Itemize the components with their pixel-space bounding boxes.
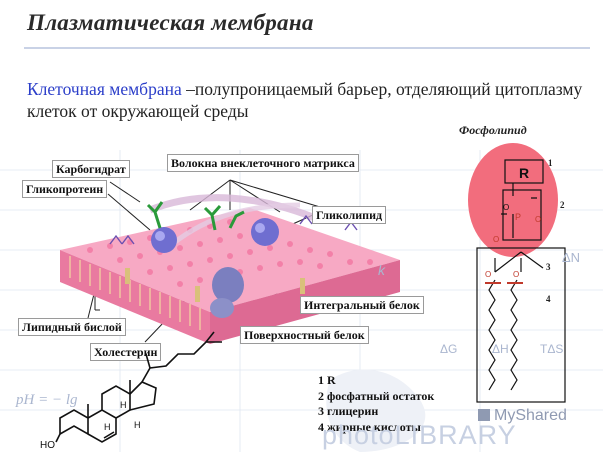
cholesterol-label: Холестерин (90, 343, 162, 361)
svg-text:P: P (515, 212, 521, 222)
phospho-number-3: 3 (546, 262, 551, 272)
integral-protein-label: Интегральный белок (300, 296, 424, 314)
legend-item-3: 3 глицерин (318, 404, 379, 418)
cholesterol-ho: HO (40, 440, 55, 451)
svg-text:O: O (513, 270, 519, 279)
page-title: Плазматическая мембрана (27, 10, 314, 35)
r-group-text: R (519, 165, 529, 181)
svg-text:O: O (535, 215, 541, 224)
intro-accent: Клеточная мембрана (27, 79, 182, 99)
legend-item-1: 1 R (318, 373, 336, 387)
intro-text: Клеточная мембрана –полупроницаемый барь… (27, 78, 592, 122)
glycoprotein-label: Гликопротеин (22, 180, 108, 198)
phospho-number-1: 1 (548, 158, 553, 168)
watermark-formula-k: k (378, 262, 385, 278)
phospholipid-legend: 1 R 2 фосфатный остаток 3 глицерин 4 жир… (318, 373, 434, 435)
watermark-formula-dg: ΔG (440, 342, 458, 356)
intro-rest: –полупроницаемый барьер, отделяющий цито… (27, 79, 583, 121)
ecm-fibers-label: Волокна внеклеточного матрикса (167, 154, 359, 172)
watermark-logo-icon (478, 409, 490, 421)
watermark-site-text: MyShared (494, 407, 567, 424)
watermark-formula-tds: TΔS (540, 342, 564, 356)
cholesterol-h3: H (134, 420, 141, 430)
cholesterol-h2: H (104, 422, 111, 432)
watermark-formula-ph: pH = − lg (16, 392, 78, 408)
legend-item-2: 2 фосфатный остаток (318, 388, 435, 403)
svg-text:O: O (485, 270, 491, 279)
carbohydrate-label: Карбогидрат (52, 160, 130, 178)
phosphate-head-circle (468, 143, 558, 257)
phospho-number-4: 4 (546, 294, 551, 304)
watermark-formula-dh: ΔH (492, 342, 509, 356)
phospholipid-diagram: R P O O O O O (468, 143, 566, 403)
phospho-number-2: 2 (560, 200, 565, 210)
r-group-box (504, 159, 544, 184)
watermark-site: MyShared (478, 407, 567, 425)
cholesterol-formula: HO H H H (40, 331, 222, 451)
phospholipid-title: Фосфолипид (459, 123, 527, 137)
watermark-library: photoLIBRARY (322, 420, 517, 450)
svg-text:O: O (503, 203, 509, 212)
cholesterol-h1: H (120, 400, 127, 410)
title-divider (24, 47, 590, 49)
surface-protein-label: Поверхностный белок (240, 326, 369, 344)
glycolipid-label: Гликолипид (312, 206, 387, 224)
legend-item-4: 4 жирные кислоты (318, 419, 421, 434)
lipid-bilayer-label: Липидный бислой (18, 318, 126, 336)
svg-text:O: O (493, 235, 499, 244)
watermark-formula-dn: ΔN (562, 250, 581, 265)
